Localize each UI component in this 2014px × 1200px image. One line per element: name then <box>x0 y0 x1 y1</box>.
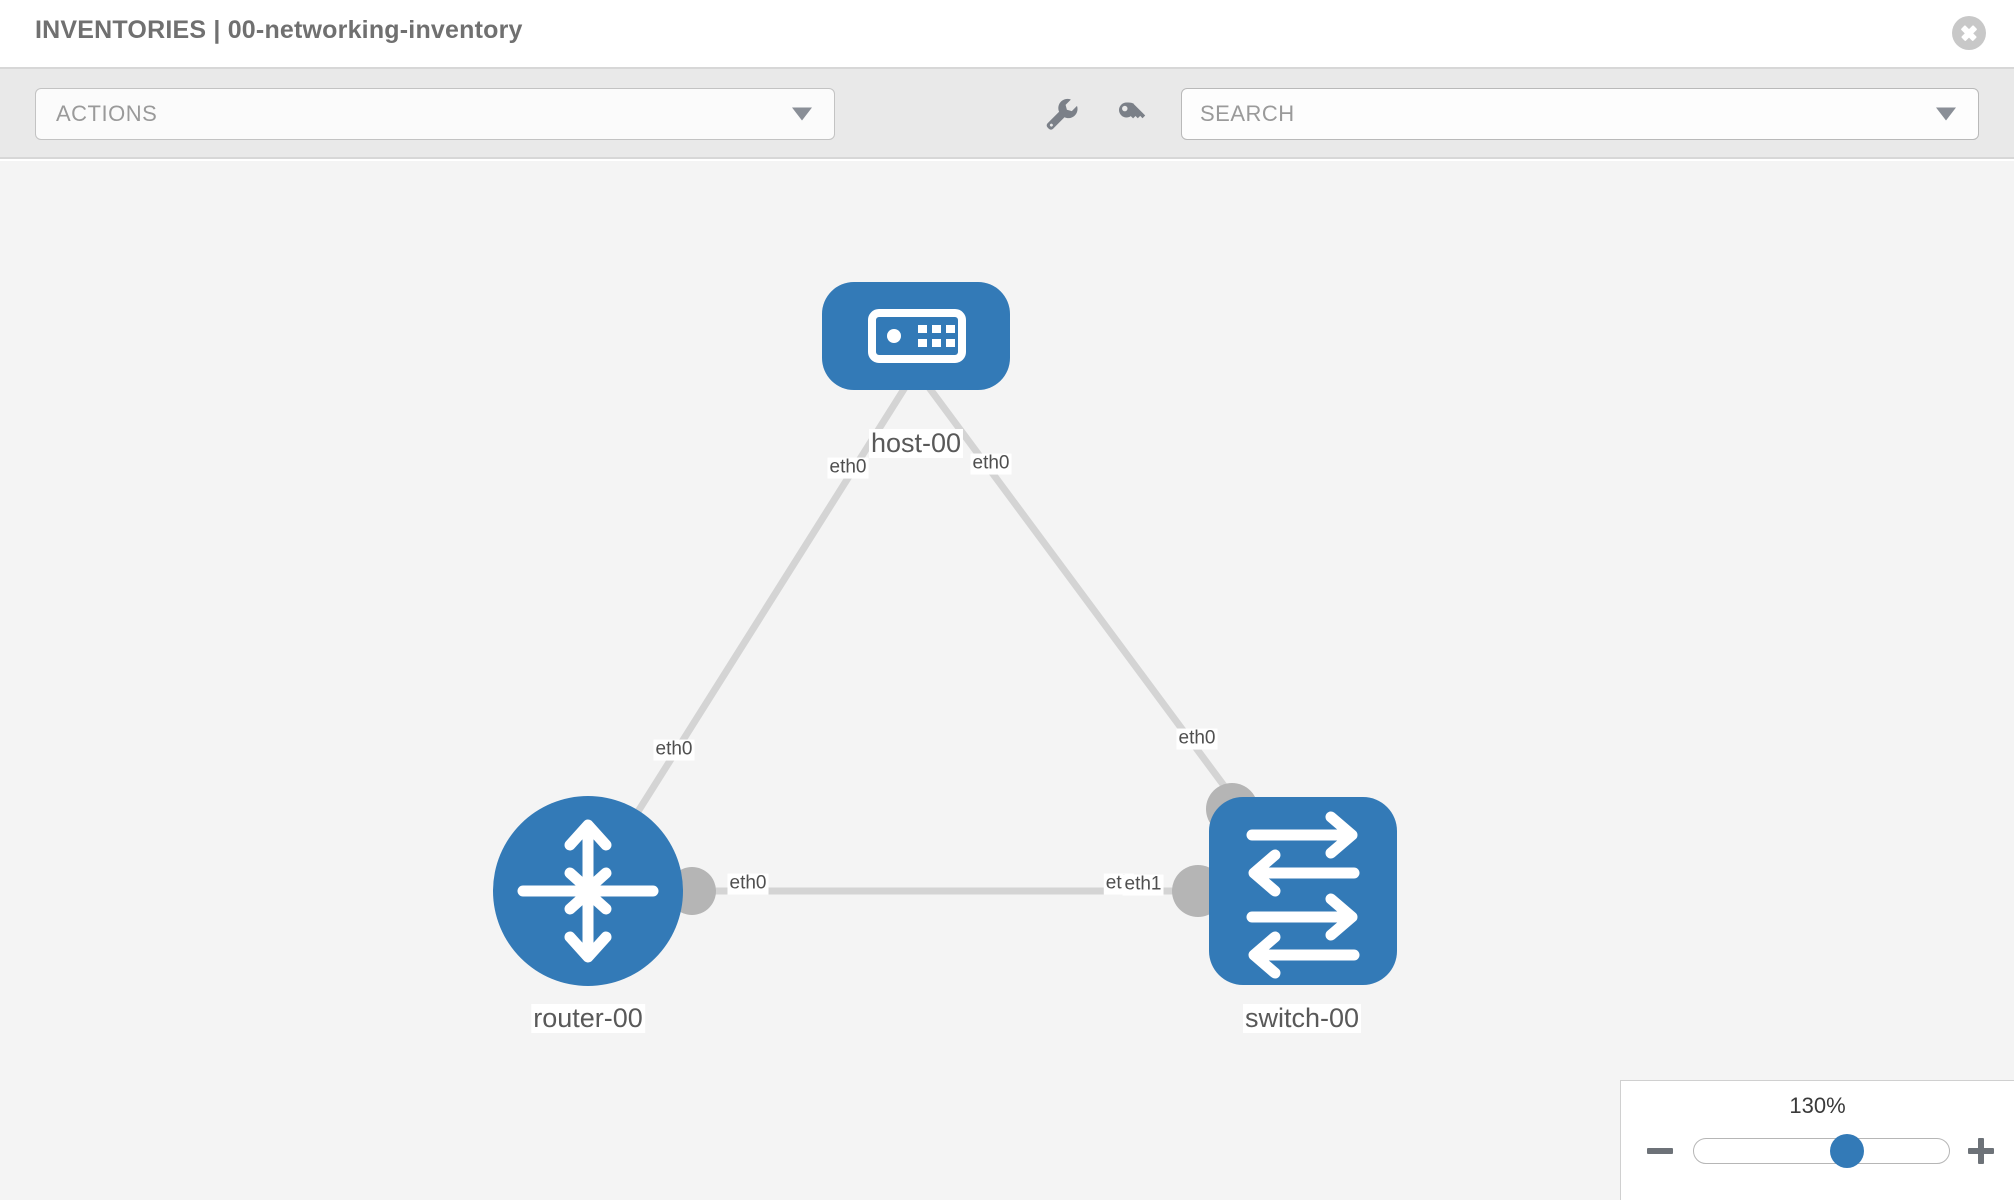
chevron-down-icon <box>1936 107 1956 121</box>
server-device-icon <box>868 309 966 363</box>
node-router-00[interactable] <box>493 796 683 986</box>
toolbar: ACTIONS SEARCH <box>0 69 2014 159</box>
actions-dropdown-label: ACTIONS <box>56 101 158 126</box>
zoom-control-panel: 130% <box>1620 1080 2014 1200</box>
router-four-arrows-icon <box>517 819 659 963</box>
topology-canvas[interactable]: eth0 eth0 eth0 eth0 eth0 eth eth1 host-0… <box>0 161 2014 1200</box>
zoom-slider-track[interactable] <box>1693 1134 1950 1168</box>
link-host-router[interactable] <box>585 368 919 893</box>
edge-label-router-switch-near-router: eth0 <box>727 872 769 895</box>
topology-graph <box>493 282 1397 986</box>
edge-label-host-switch-near-host: eth0 <box>970 452 1012 475</box>
zoom-slider-thumb[interactable] <box>1830 1134 1864 1168</box>
minus-icon[interactable] <box>1647 1138 1673 1164</box>
node-label-host-00: host-00 <box>868 428 964 459</box>
edge-label-router-switch-near-switch: eth1 <box>1122 873 1164 896</box>
node-switch-00[interactable] <box>1209 797 1397 985</box>
page-header: INVENTORIES | 00-networking-inventory <box>0 0 2014 69</box>
edge-label-host-switch-near-switch: eth0 <box>1176 727 1218 750</box>
wrench-icon[interactable] <box>1035 88 1087 140</box>
edge-label-host-router-near-host: eth0 <box>827 456 869 479</box>
node-label-router-00: router-00 <box>531 1003 645 1034</box>
plus-icon[interactable] <box>1968 1138 1994 1164</box>
switch-exchange-arrows-icon <box>1246 811 1360 979</box>
node-label-switch-00: switch-00 <box>1242 1003 1362 1034</box>
chevron-down-icon <box>792 107 812 121</box>
node-host-00[interactable] <box>822 282 1010 390</box>
actions-dropdown[interactable]: ACTIONS <box>35 88 835 140</box>
zoom-slider-row <box>1641 1131 1998 1171</box>
key-icon[interactable] <box>1105 88 1157 140</box>
zoom-level-value: 130% <box>1789 1093 1846 1118</box>
page-title: INVENTORIES | 00-networking-inventory <box>35 16 523 44</box>
close-icon[interactable] <box>1952 16 1986 50</box>
search-placeholder: SEARCH <box>1200 101 1295 126</box>
edge-label-host-router-near-router: eth0 <box>653 738 695 761</box>
search-input[interactable]: SEARCH <box>1181 88 1979 140</box>
